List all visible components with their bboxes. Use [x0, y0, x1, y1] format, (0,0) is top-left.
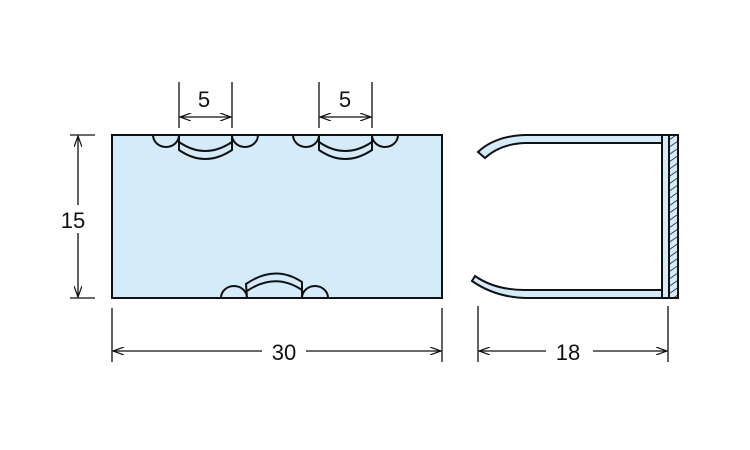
dimension-notch-left: 5: [178, 82, 233, 128]
dimension-height: 15: [58, 134, 95, 299]
dimension-depth: 18: [477, 306, 669, 365]
bottom-arm: [470, 274, 663, 299]
clip-body: [111, 134, 443, 299]
top-arm: [476, 134, 663, 160]
dimension-label: 5: [198, 87, 210, 112]
dimension-label: 18: [556, 340, 580, 365]
dimension-label: 5: [339, 87, 351, 112]
dimension-label: 30: [272, 340, 296, 365]
dimension-length: 30: [111, 308, 443, 365]
front-view: [111, 134, 443, 299]
top-notch-right: [291, 134, 400, 160]
side-view: [470, 134, 679, 299]
top-notch-left: [151, 134, 260, 160]
dimension-notch-right: 5: [318, 82, 373, 128]
bottom-notch: [219, 272, 330, 299]
hatched-section: [668, 134, 679, 299]
dimension-label: 15: [61, 208, 85, 233]
back-plate: [661, 134, 670, 299]
